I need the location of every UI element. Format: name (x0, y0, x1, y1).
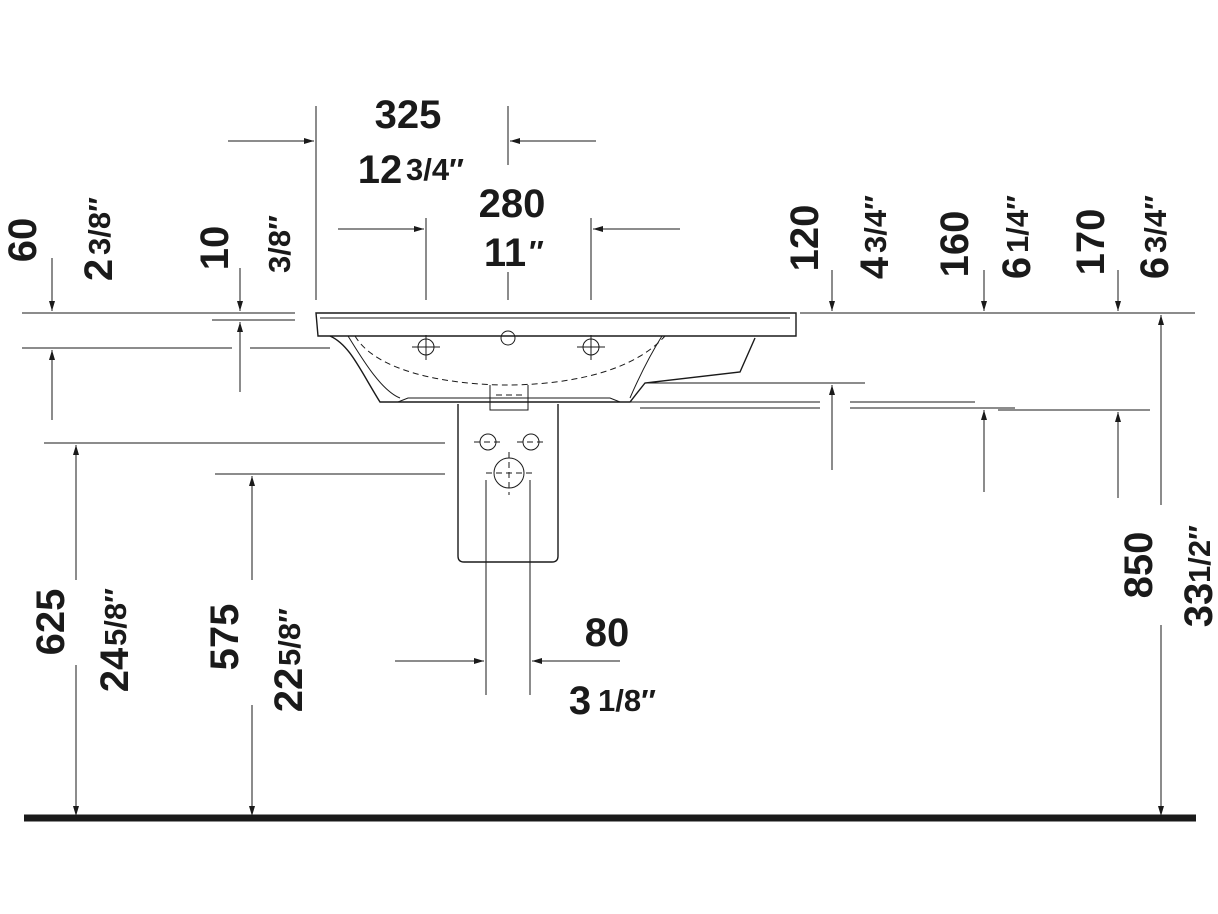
dim-280-in-whole: 11 (484, 231, 526, 275)
dim-625-mm: 625 (29, 589, 73, 656)
dim-850-in-whole: 33 (1177, 583, 1218, 628)
dim-325-in-frac: 3/4″ (406, 152, 464, 187)
dim-325-mm: 325 (375, 93, 442, 137)
dim-10-in-frac: 3/8″ (262, 215, 297, 273)
dim-160-mm: 160 (933, 211, 977, 278)
dim-60-in-frac: 3/8″ (82, 197, 117, 255)
dim-10-mm: 10 (193, 226, 237, 271)
dim-80-in-whole: 3 (569, 679, 591, 723)
dim-60-mm: 60 (1, 218, 45, 263)
dim-280-mm: 280 (479, 182, 546, 226)
tap-hole-right-icon (577, 335, 605, 360)
dim-120-mm: 120 (783, 205, 827, 272)
dim-625-in-whole: 24 (93, 647, 137, 692)
basin-outline (315, 312, 797, 411)
dim-575-in-frac: 5/8″ (272, 608, 307, 666)
dim-170-in-whole: 6 (1133, 257, 1177, 279)
dim-120-in-whole: 4 (853, 256, 897, 279)
extension-lines (22, 106, 1195, 695)
dim-170-in-frac: 3/4″ (1138, 195, 1173, 253)
pedestal-outline (457, 404, 559, 563)
dim-80-mm: 80 (585, 611, 630, 655)
dim-575-mm: 575 (203, 604, 247, 671)
dim-850-in-frac: 1/2″ (1182, 525, 1217, 583)
dimension-arrows (49, 138, 1164, 816)
dim-280-in-frac: ″ (529, 234, 544, 269)
tap-hole-center-icon (500, 330, 516, 346)
dim-120-in-frac: 3/4″ (858, 195, 893, 253)
dim-160-in-frac: 1/4″ (1000, 195, 1035, 253)
dim-575-in-whole: 22 (267, 668, 311, 713)
tap-hole-left-icon (412, 335, 440, 360)
dim-850-mm: 850 (1117, 532, 1161, 599)
dim-325-in-whole: 12 (358, 148, 403, 192)
dim-60-in-whole: 2 (77, 259, 121, 281)
dim-625-in-frac: 5/8″ (98, 588, 133, 646)
dim-80-in-frac: 1/8″ (598, 683, 656, 718)
dim-170-mm: 170 (1069, 209, 1113, 276)
dim-160-in-whole: 6 (995, 257, 1039, 279)
